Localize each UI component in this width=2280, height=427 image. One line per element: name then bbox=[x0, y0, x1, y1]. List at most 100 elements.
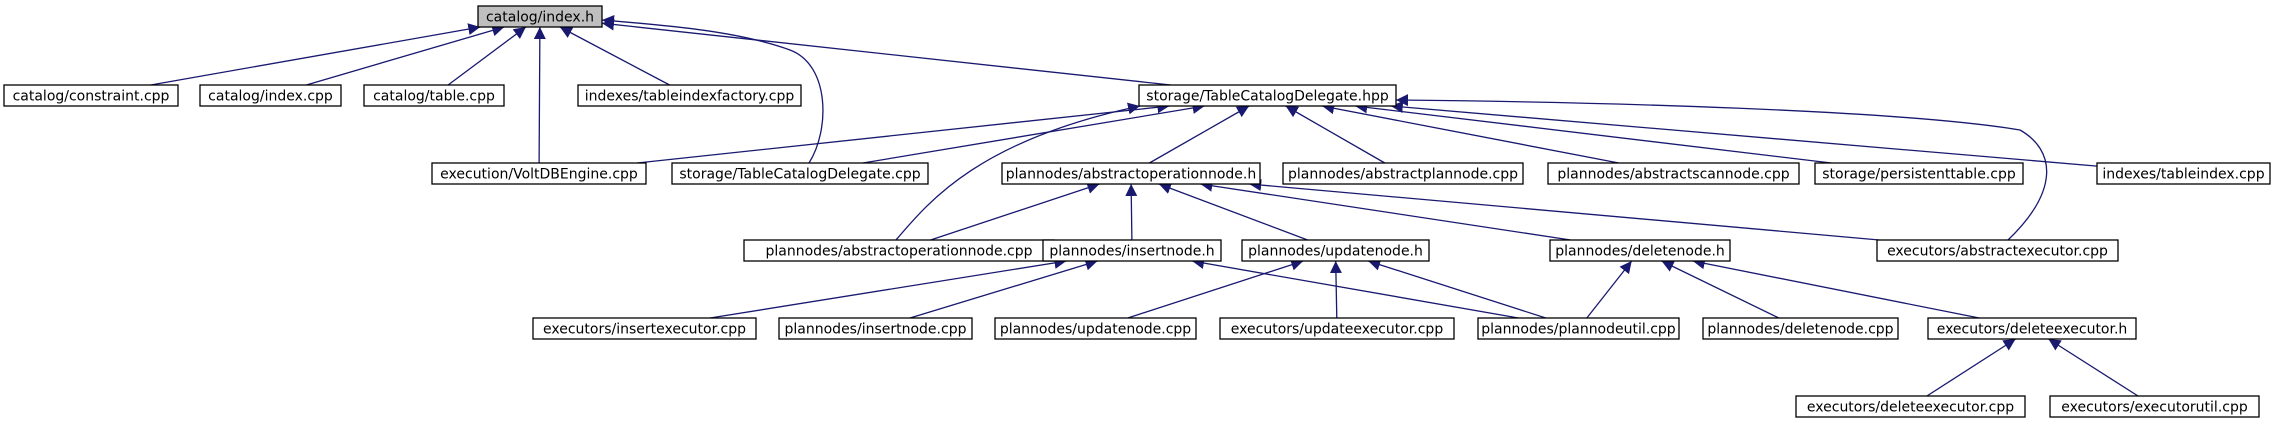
node-label: executors/deleteexecutor.cpp bbox=[1807, 400, 2014, 416]
edge-index-cpp-to-index-h bbox=[306, 24, 505, 86]
edge-tableindexfactory-cpp-to-index-h bbox=[559, 26, 670, 86]
node-box bbox=[3, 84, 179, 107]
node-label: storage/TableCatalogDelegate.hpp bbox=[1146, 89, 1389, 105]
edge-updatenode-cpp-to-updatenode-h bbox=[1127, 259, 1304, 319]
node-box bbox=[1927, 317, 2137, 340]
node-label: plannodes/abstractplannode.cpp bbox=[1288, 167, 1518, 183]
edge-abstractexecutor-cpp-to-abstractoperationnode-h bbox=[1249, 179, 1880, 241]
edge-deleteexecutor-cpp-to-deleteexecutor-h bbox=[1926, 338, 2016, 397]
node-table-cpp[interactable]: catalog/table.cpp bbox=[363, 84, 505, 107]
node-index-h: catalog/index.h bbox=[477, 5, 603, 28]
edge-plannodeutil-cpp-to-insertnode-h bbox=[1191, 257, 1519, 319]
node-label: plannodes/updatenode.h bbox=[1248, 244, 1423, 260]
edge-deletenode-cpp-to-deletenode-h bbox=[1661, 260, 1780, 319]
node-deletenode-cpp[interactable]: plannodes/deletenode.cpp bbox=[1702, 317, 1899, 340]
node-updatenode-h[interactable]: plannodes/updatenode.h bbox=[1241, 239, 1430, 262]
node-deletenode-h[interactable]: plannodes/deletenode.h bbox=[1549, 239, 1731, 262]
dependency-edges bbox=[150, 15, 2139, 397]
edge-updatenode-h-to-abstractoperationnode-h bbox=[1158, 182, 1308, 241]
node-label: indexes/tableindex.cpp bbox=[2102, 167, 2264, 183]
node-abstractplannode-cpp[interactable]: plannodes/abstractplannode.cpp bbox=[1282, 162, 1524, 185]
node-plannodeutil-cpp[interactable]: plannodes/plannodeutil.cpp bbox=[1477, 317, 1680, 340]
node-label: plannodes/abstractoperationnode.cpp bbox=[765, 244, 1032, 260]
node-box bbox=[1795, 395, 2026, 418]
node-label: plannodes/abstractscannode.cpp bbox=[1557, 167, 1789, 183]
node-box bbox=[577, 84, 802, 107]
edge-insertnode-h-to-abstractoperationnode-h bbox=[1125, 183, 1138, 241]
edge-tcd-cpp-to-tcd-hpp bbox=[862, 102, 1205, 164]
node-deleteexecutor-cpp[interactable]: executors/deleteexecutor.cpp bbox=[1795, 395, 2026, 418]
node-label: plannodes/insertnode.h bbox=[1049, 244, 1214, 260]
node-tcd-hpp[interactable]: storage/TableCatalogDelegate.hpp bbox=[1138, 84, 1397, 107]
node-box bbox=[1138, 84, 1397, 107]
node-label: catalog/index.h bbox=[486, 10, 594, 26]
file-nodes: catalog/index.h catalog/constraint.cpp cat… bbox=[3, 5, 2271, 418]
edge-insertnode-cpp-to-insertnode-h bbox=[909, 258, 1098, 319]
node-persistenttable-cpp[interactable]: storage/persistenttable.cpp bbox=[1814, 162, 2024, 185]
node-label: catalog/table.cpp bbox=[373, 89, 495, 105]
node-abstractoperationnode-h[interactable]: plannodes/abstractoperationnode.h bbox=[1001, 162, 1261, 185]
node-box bbox=[1814, 162, 2024, 185]
node-executorutil-cpp[interactable]: executors/executorutil.cpp bbox=[2049, 395, 2260, 418]
node-label: executors/abstractexecutor.cpp bbox=[1887, 244, 2108, 260]
node-box bbox=[1549, 239, 1731, 262]
node-abstractscannode-cpp[interactable]: plannodes/abstractscannode.cpp bbox=[1547, 162, 1800, 185]
node-label: plannodes/insertnode.cpp bbox=[785, 322, 967, 338]
edge-tableindex-cpp-to-tcd-hpp bbox=[1390, 101, 2098, 167]
node-updatenode-cpp[interactable]: plannodes/updatenode.cpp bbox=[994, 317, 1197, 340]
node-deleteexecutor-h[interactable]: executors/deleteexecutor.h bbox=[1927, 317, 2137, 340]
node-label: executors/insertexecutor.cpp bbox=[543, 322, 746, 338]
node-box bbox=[431, 162, 647, 185]
edge-abstractoperationnode-h-to-tcd-hpp bbox=[1149, 105, 1250, 164]
node-box bbox=[778, 317, 973, 340]
node-label: storage/persistenttable.cpp bbox=[1822, 167, 2016, 183]
edge-deleteexecutor-h-to-deletenode-h bbox=[1692, 257, 1980, 319]
node-label: executors/deleteexecutor.h bbox=[1937, 322, 2128, 338]
edge-deletenode-h-to-abstractoperationnode-h bbox=[1200, 179, 1571, 241]
node-box bbox=[2096, 162, 2271, 185]
node-box bbox=[1282, 162, 1524, 185]
edge-abstractscannode-cpp-to-tcd-hpp bbox=[1322, 102, 1619, 164]
edge-voltdbengine-cpp-to-tcd-hpp bbox=[637, 101, 1170, 164]
node-constraint-cpp[interactable]: catalog/constraint.cpp bbox=[3, 84, 179, 107]
node-box bbox=[1241, 239, 1430, 262]
node-abstractexecutor-cpp[interactable]: executors/abstractexecutor.cpp bbox=[1876, 239, 2119, 262]
node-insertnode-cpp[interactable]: plannodes/insertnode.cpp bbox=[778, 317, 973, 340]
node-abstractoperationnode-cpp[interactable]: plannodes/abstractoperationnode.cpp bbox=[743, 239, 1055, 262]
node-label: storage/TableCatalogDelegate.cpp bbox=[679, 167, 920, 183]
node-box bbox=[1219, 317, 1455, 340]
node-voltdbengine-cpp[interactable]: execution/VoltDBEngine.cpp bbox=[431, 162, 647, 185]
edge-abstractoperationnode-cpp-to-tcd-hpp bbox=[895, 102, 1141, 241]
node-box bbox=[1547, 162, 1800, 185]
edge-voltdbengine-cpp-to-index-h bbox=[533, 26, 546, 164]
node-box bbox=[2049, 395, 2260, 418]
node-insertnode-h[interactable]: plannodes/insertnode.h bbox=[1042, 239, 1222, 262]
node-box bbox=[1001, 162, 1261, 185]
edge-plannodeutil-cpp-to-updatenode-h bbox=[1368, 258, 1546, 319]
node-box bbox=[1042, 239, 1222, 262]
node-tableindexfactory-cpp[interactable]: indexes/tableindexfactory.cpp bbox=[577, 84, 802, 107]
edge-executorutil-cpp-to-deleteexecutor-h bbox=[2048, 338, 2139, 397]
edge-constraint-cpp-to-index-h bbox=[150, 23, 481, 86]
node-label: plannodes/deletenode.h bbox=[1555, 244, 1725, 260]
node-label: catalog/constraint.cpp bbox=[13, 89, 170, 105]
node-tableindex-cpp[interactable]: indexes/tableindex.cpp bbox=[2096, 162, 2271, 185]
node-label: plannodes/updatenode.cpp bbox=[1000, 322, 1191, 338]
edge-table-cpp-to-index-h bbox=[447, 26, 527, 86]
node-updateexecutor-cpp[interactable]: executors/updateexecutor.cpp bbox=[1219, 317, 1455, 340]
node-box bbox=[532, 317, 757, 340]
node-label: execution/VoltDBEngine.cpp bbox=[440, 167, 638, 183]
node-box bbox=[199, 84, 342, 107]
node-box bbox=[671, 162, 929, 185]
edge-plannodeutil-cpp-to-deletenode-h bbox=[1586, 260, 1633, 319]
edge-abstractplannode-cpp-to-tcd-hpp bbox=[1285, 105, 1386, 164]
edge-updateexecutor-cpp-to-updatenode-h bbox=[1329, 260, 1342, 319]
node-index-cpp[interactable]: catalog/index.cpp bbox=[199, 84, 342, 107]
node-label: plannodes/abstractoperationnode.h bbox=[1006, 167, 1256, 183]
node-box bbox=[363, 84, 505, 107]
node-box bbox=[1702, 317, 1899, 340]
edge-insertexecutor-cpp-to-insertnode-h bbox=[709, 256, 1067, 319]
node-insertexecutor-cpp[interactable]: executors/insertexecutor.cpp bbox=[532, 317, 757, 340]
node-tcd-cpp[interactable]: storage/TableCatalogDelegate.cpp bbox=[671, 162, 929, 185]
edge-tcd-hpp-to-index-h bbox=[601, 18, 1171, 86]
